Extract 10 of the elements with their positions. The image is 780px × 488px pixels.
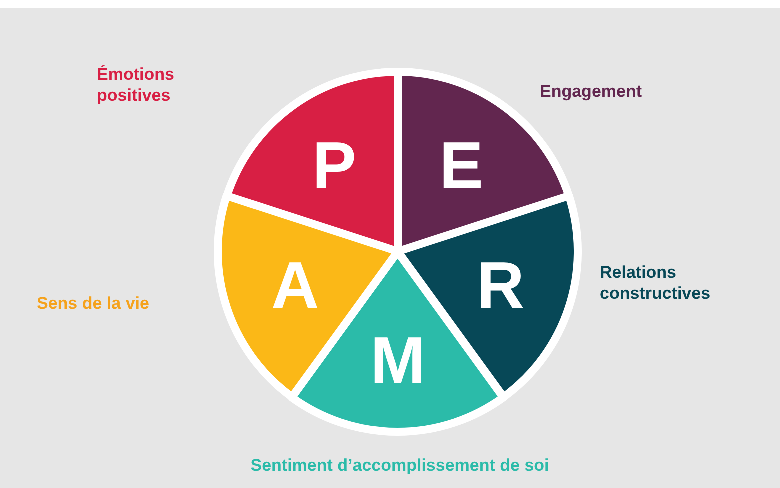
category-label: Sens de la vie: [37, 293, 150, 314]
category-label: Sentiment d’accomplissement de soi: [250, 455, 550, 476]
category-label: Relations constructives: [600, 262, 712, 304]
slice-letter: P: [312, 132, 357, 198]
slice-letter: R: [476, 252, 525, 318]
slice-letter: A: [271, 252, 320, 318]
slice-letter: M: [370, 327, 426, 393]
category-label: Émotions positives: [97, 64, 176, 106]
slice-letter: E: [439, 132, 484, 198]
category-label: Engagement: [540, 81, 644, 102]
